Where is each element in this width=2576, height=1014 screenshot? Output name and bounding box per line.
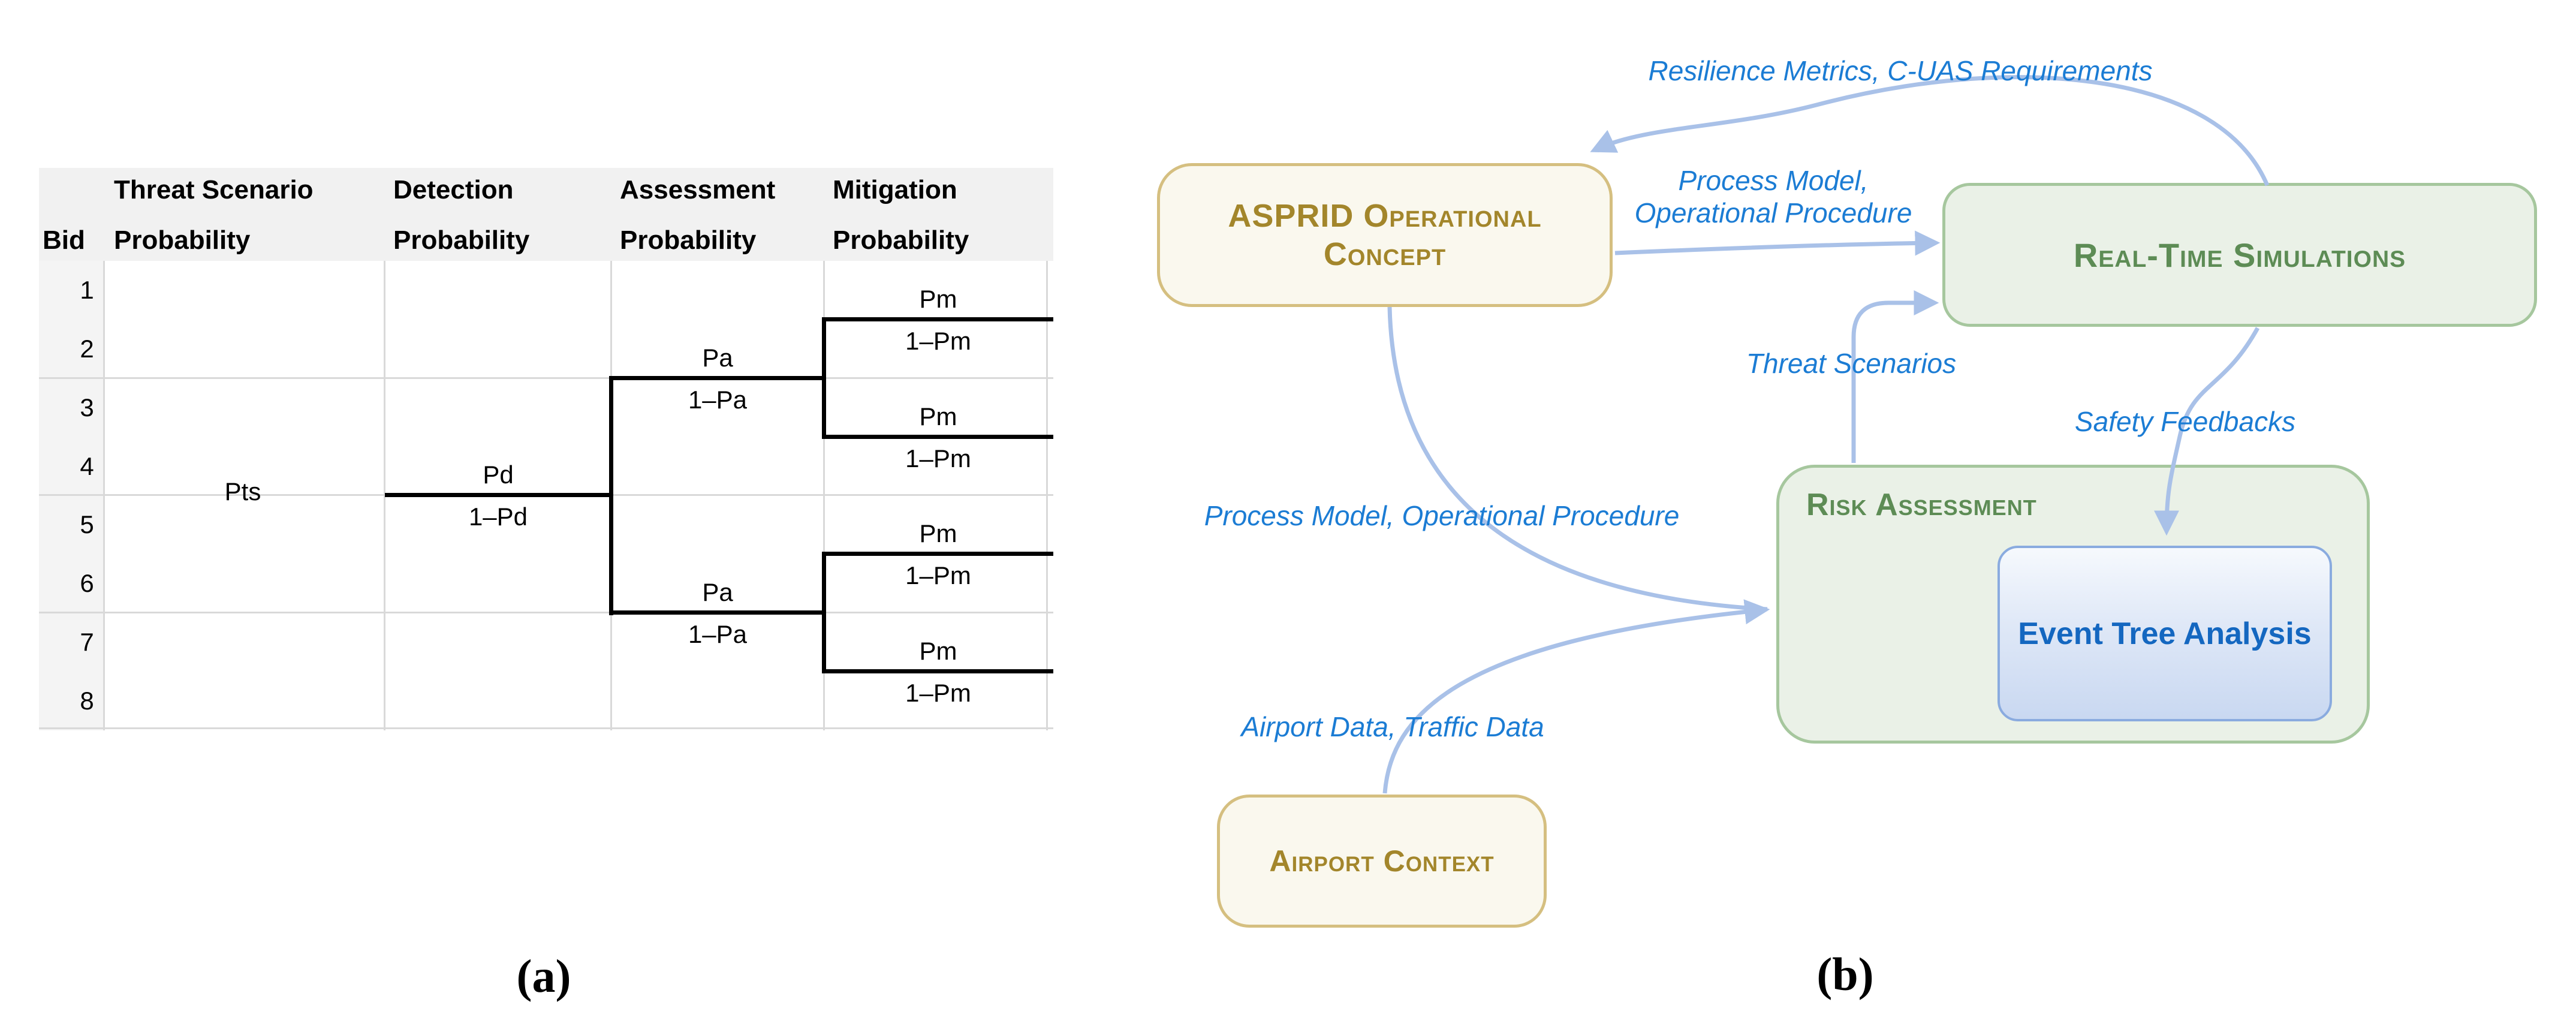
- edge-threat-scenarios-arrow: [1851, 290, 1939, 463]
- grid-line-horizontal: [39, 377, 1053, 379]
- tree-branch-line-mitigation-3: [824, 552, 1053, 556]
- prob-label-1-pd: 1–Pd: [468, 503, 528, 531]
- col-header-detection-line1: Detection: [393, 175, 514, 204]
- edge-label-process-model-bottom: Process Model, Operational Procedure: [1204, 500, 1680, 531]
- col-header-assessment-line2: Probability: [620, 225, 757, 255]
- grid-line-horizontal: [39, 727, 1053, 729]
- prob-label-1-pm-3: 1–Pm: [905, 561, 971, 589]
- prob-label-pm-2: Pm: [919, 402, 957, 431]
- col-header-threat-line1: Threat Scenario: [114, 175, 314, 204]
- prob-label-pts: Pts: [224, 477, 261, 506]
- risk-assessment-title: Risk Assessment: [1806, 488, 2037, 522]
- col-header-assessment-line1: Assessment: [620, 175, 776, 204]
- event-tree-analysis-node: Event Tree Analysis: [1997, 546, 2332, 721]
- bid-cell-8: 8: [80, 687, 94, 715]
- figure-caption-b: (b): [1816, 948, 1874, 1000]
- eta-node-label: Event Tree Analysis: [2018, 616, 2312, 651]
- col-header-mitigation-line1: Mitigation: [833, 175, 957, 204]
- edge-label-safety-feedbacks: Safety Feedbacks: [2074, 406, 2296, 437]
- figure-caption-a: (a): [516, 950, 571, 1002]
- bid-cell-1: 1: [80, 276, 94, 304]
- prob-label-1-pm-4: 1–Pm: [905, 679, 971, 707]
- tree-branch-line-assessment-lower: [611, 610, 826, 615]
- rts-node-label: Real-Time Simulations: [2073, 236, 2406, 274]
- edge-process-model-top-arrow: [1614, 230, 1941, 256]
- prob-label-pm-3: Pm: [919, 519, 957, 547]
- prob-label-1-pm-2: 1–Pm: [905, 444, 971, 473]
- bid-cell-3: 3: [80, 393, 94, 422]
- prob-label-1-pa-upper: 1–Pa: [688, 386, 748, 414]
- tree-branch-line-assessment-upper: [611, 376, 826, 380]
- grid-line-horizontal: [39, 612, 1053, 613]
- bid-cell-7: 7: [80, 628, 94, 656]
- prob-label-pm-4: Pm: [919, 637, 957, 665]
- edge-label-process-model-top-line1: Process Model,: [1678, 165, 1869, 196]
- bid-cell-2: 2: [80, 335, 94, 363]
- col-header-detection-line2: Probability: [393, 225, 530, 255]
- asprid-node-label-line2: Concept: [1323, 236, 1447, 272]
- bid-cell-6: 6: [80, 569, 94, 597]
- col-header-bid: Bid: [43, 225, 85, 255]
- edge-process-model-bottom-curve: [1387, 306, 1768, 612]
- col-header-threat-line2: Probability: [114, 225, 251, 255]
- prob-label-pd: Pd: [483, 461, 514, 489]
- bid-cell-5: 5: [80, 510, 94, 538]
- edge-label-threat-scenarios: Threat Scenarios: [1746, 348, 1957, 379]
- airport-node-label: Airport Context: [1269, 844, 1495, 878]
- prob-label-pm-1: Pm: [919, 285, 957, 313]
- prob-label-1-pa-lower: 1–Pa: [688, 620, 748, 648]
- prob-label-pa-lower: Pa: [702, 578, 733, 606]
- prob-label-1-pm-1: 1–Pm: [905, 327, 971, 355]
- event-tree-table: Bid Threat Scenario Probability Detectio…: [39, 168, 1053, 730]
- tree-branch-connector-detection: [609, 376, 613, 615]
- risk-assessment-node: Risk Assessment Event Tree Analysis: [1776, 465, 2370, 744]
- prob-label-pa-upper: Pa: [702, 344, 733, 372]
- tree-branch-line-detection: [385, 493, 613, 497]
- tree-branch-connector-mitigation-lower: [822, 552, 826, 673]
- edge-label-airport-data: Airport Data, Traffic Data: [1241, 711, 1544, 742]
- edge-label-resilience-metrics: Resilience Metrics, C-UAS Requirements: [1648, 55, 2153, 86]
- airport-context-node: Airport Context: [1217, 795, 1547, 928]
- tree-branch-connector-mitigation-upper: [822, 317, 826, 439]
- table-header-background: [39, 168, 1053, 261]
- real-time-simulations-node: Real-Time Simulations: [1942, 183, 2537, 327]
- asprid-node-label-line1: ASPRID Operational: [1228, 198, 1542, 234]
- edge-label-process-model-top-line2: Operational Procedure: [1634, 197, 1912, 228]
- edge-airport-data-arrow: [1382, 599, 1770, 794]
- asprid-operational-concept-node: ASPRID Operational Concept: [1157, 163, 1613, 307]
- bid-cell-4: 4: [80, 452, 94, 480]
- tree-branch-line-mitigation-4: [824, 669, 1053, 673]
- tree-branch-line-mitigation-2: [824, 435, 1053, 439]
- col-header-mitigation-line2: Probability: [833, 225, 969, 255]
- tree-branch-line-mitigation-1: [824, 317, 1053, 321]
- edge-label-process-model-top: Process Model, Operational Procedure: [1635, 164, 1912, 229]
